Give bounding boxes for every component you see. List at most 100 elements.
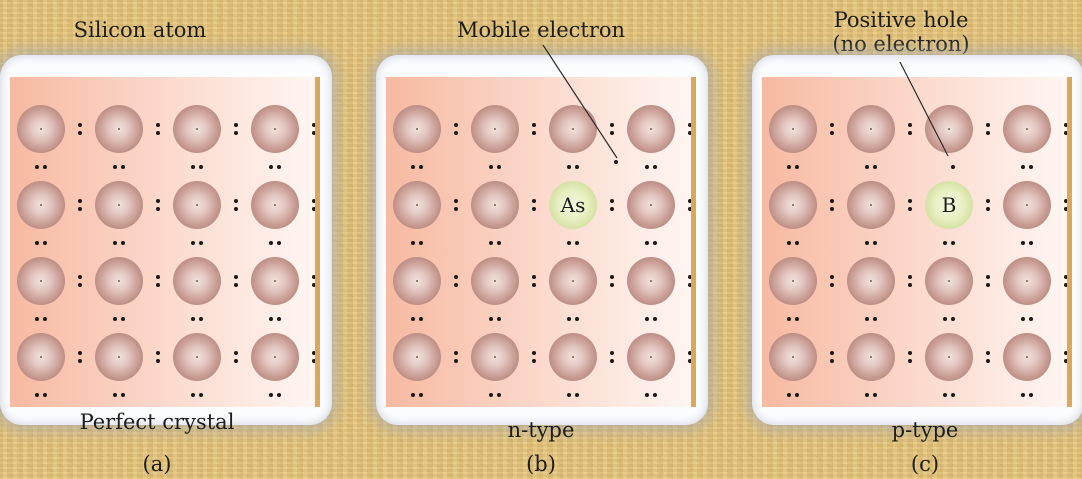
bond-electron: [787, 241, 791, 245]
bond-electron: [1064, 131, 1068, 135]
bond-electron: [830, 275, 834, 279]
bond-electron: [567, 317, 571, 321]
bond-electron: [653, 241, 657, 245]
bond-electron: [610, 283, 614, 287]
bond-electron: [277, 317, 281, 321]
bond-electron: [532, 275, 536, 279]
bond-electron: [156, 359, 160, 363]
bond-electron: [873, 393, 877, 397]
bond-electron: [908, 123, 912, 127]
silicon-atom: [95, 333, 143, 381]
silicon-atom: [627, 181, 675, 229]
bond-electron: [191, 317, 195, 321]
silicon-atom: [393, 333, 441, 381]
bond-electron: [908, 359, 912, 363]
silicon-atom: [471, 105, 519, 153]
bond-electron: [35, 393, 39, 397]
bond-electron: [234, 123, 238, 127]
bond-electron: [1021, 393, 1025, 397]
bond-electron: [795, 241, 799, 245]
bond-electron: [1064, 207, 1068, 211]
bond-electron: [645, 317, 649, 321]
caption-a: (a): [142, 452, 172, 476]
bond-electron: [1064, 199, 1068, 203]
bond-electron: [234, 131, 238, 135]
bond-electron: [1021, 317, 1025, 321]
bond-electron: [830, 131, 834, 135]
bond-electron: [78, 275, 82, 279]
silicon-atom: [627, 105, 675, 153]
silicon-atom: [471, 181, 519, 229]
crystal-lattice-b: As: [386, 77, 696, 407]
silicon-atom: [173, 257, 221, 305]
bond-electron: [575, 393, 579, 397]
bond-electron: [489, 165, 493, 169]
bond-electron: [986, 123, 990, 127]
bond-electron: [454, 123, 458, 127]
bond-electron: [610, 359, 614, 363]
bond-electron: [986, 199, 990, 203]
bond-electron: [312, 351, 316, 355]
bond-electron: [454, 351, 458, 355]
positive-hole-label-line1: Positive hole: [833, 8, 969, 32]
bond-electron: [43, 317, 47, 321]
silicon-atom: [173, 105, 221, 153]
silicon-atom: [769, 181, 817, 229]
crystal-lattice-a: [10, 77, 320, 407]
silicon-atom: [847, 181, 895, 229]
bond-electron: [610, 351, 614, 355]
bond-electron: [610, 275, 614, 279]
n-type-title: n-type: [507, 418, 575, 442]
bond-electron: [688, 207, 692, 211]
crystal-lattice-c: B: [762, 77, 1072, 407]
bond-electron: [156, 199, 160, 203]
bond-electron: [156, 123, 160, 127]
bond-electron: [908, 131, 912, 135]
bond-electron: [78, 131, 82, 135]
silicon-atom: [769, 257, 817, 305]
bond-electron: [312, 359, 316, 363]
bond-electron: [830, 199, 834, 203]
bond-electron: [865, 241, 869, 245]
bond-electron: [497, 317, 501, 321]
dopant-atom: B: [925, 181, 973, 229]
bond-electron: [269, 393, 273, 397]
bond-electron: [156, 351, 160, 355]
bond-electron: [688, 275, 692, 279]
bond-electron: [43, 241, 47, 245]
bond-electron: [688, 359, 692, 363]
bond-electron: [645, 241, 649, 245]
silicon-atom: [173, 181, 221, 229]
p-type-title: p-type: [891, 418, 959, 442]
bond-electron: [532, 199, 536, 203]
bond-electron: [908, 207, 912, 211]
bond-electron: [873, 241, 877, 245]
bond-electron: [454, 275, 458, 279]
silicon-atom: [627, 257, 675, 305]
bond-electron: [312, 283, 316, 287]
bond-electron: [986, 359, 990, 363]
bond-electron: [312, 275, 316, 279]
bond-electron: [199, 393, 203, 397]
bond-electron: [234, 207, 238, 211]
silicon-atom: [925, 257, 973, 305]
silicon-atom: [17, 257, 65, 305]
silicon-atom: [769, 105, 817, 153]
silicon-atom: [471, 257, 519, 305]
bond-electron: [78, 351, 82, 355]
silicon-atom: [471, 333, 519, 381]
bond-electron: [312, 207, 316, 211]
bond-electron: [645, 393, 649, 397]
bond-electron: [1064, 359, 1068, 363]
bond-electron: [419, 317, 423, 321]
bond-electron: [121, 393, 125, 397]
bond-electron: [787, 165, 791, 169]
bond-electron: [191, 165, 195, 169]
silicon-atom: [1003, 257, 1051, 305]
bond-electron: [575, 165, 579, 169]
bond-electron: [610, 131, 614, 135]
silicon-atom: [393, 181, 441, 229]
silicon-atom: [393, 105, 441, 153]
bond-electron: [951, 165, 955, 169]
bond-electron: [532, 123, 536, 127]
